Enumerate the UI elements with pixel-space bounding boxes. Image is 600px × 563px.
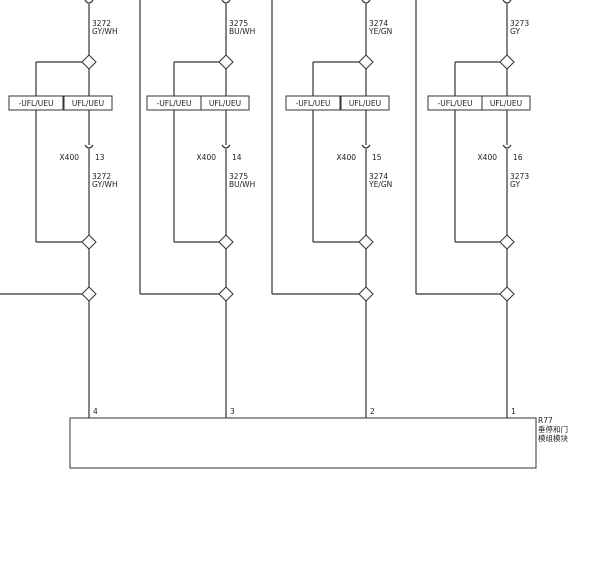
inline-connector-icon [361, 144, 371, 149]
module-pin: 4 [93, 407, 98, 416]
module-name-line2: 模组模块 [538, 433, 568, 443]
inline-connector-icon [221, 144, 231, 149]
inline-connector-icon [84, 144, 94, 149]
top-connector-icon [361, 0, 371, 4]
splice-bus [358, 286, 374, 302]
module-pin: 3 [230, 407, 235, 416]
option-label-left: -UFL/UEU [438, 99, 473, 108]
connector-id: X400 [60, 153, 80, 162]
splice-bottom [218, 234, 234, 250]
module-box [69, 417, 537, 469]
connector-pin: 14 [232, 153, 242, 162]
option-label-right: UFL/UEU [490, 99, 522, 108]
splice-bottom [499, 234, 515, 250]
top-connector-icon [84, 0, 94, 4]
option-box-left [285, 95, 341, 111]
connector-pin: 15 [372, 153, 382, 162]
connector-id: X400 [197, 153, 217, 162]
splice-top [218, 54, 234, 70]
splice-top [358, 54, 374, 70]
option-label-left: -UFL/UEU [296, 99, 331, 108]
module-pin: 1 [511, 407, 516, 416]
connector-pin: 13 [95, 153, 105, 162]
inline-connector-icon [502, 144, 512, 149]
connector-pin: 16 [513, 153, 523, 162]
option-box-right [481, 95, 531, 111]
option-label-left: -UFL/UEU [157, 99, 192, 108]
module-r77: R77 垂停和门 模组模块 [69, 416, 568, 469]
splice-bus [81, 286, 97, 302]
module-name-line1: 垂停和门 [538, 424, 568, 434]
connector-id: X400 [478, 153, 498, 162]
module-id: R77 [538, 416, 553, 425]
splice-bottom [358, 234, 374, 250]
option-box-right [200, 95, 250, 111]
splice-bus [499, 286, 515, 302]
splice-top [499, 54, 515, 70]
option-box-right [63, 95, 113, 111]
splice-top [81, 54, 97, 70]
option-label-left: -UFL/UEU [19, 99, 54, 108]
splice-bottom [81, 234, 97, 250]
option-box-left [8, 95, 64, 111]
option-label-right: UFL/UEU [72, 99, 104, 108]
option-label-right: UFL/UEU [349, 99, 381, 108]
splice-bus [218, 286, 234, 302]
option-label-right: UFL/UEU [209, 99, 241, 108]
option-box-right [340, 95, 390, 111]
module-pin: 2 [370, 407, 375, 416]
connector-id: X400 [337, 153, 357, 162]
top-connector-icon [502, 0, 512, 4]
top-connector-icon [221, 0, 231, 4]
